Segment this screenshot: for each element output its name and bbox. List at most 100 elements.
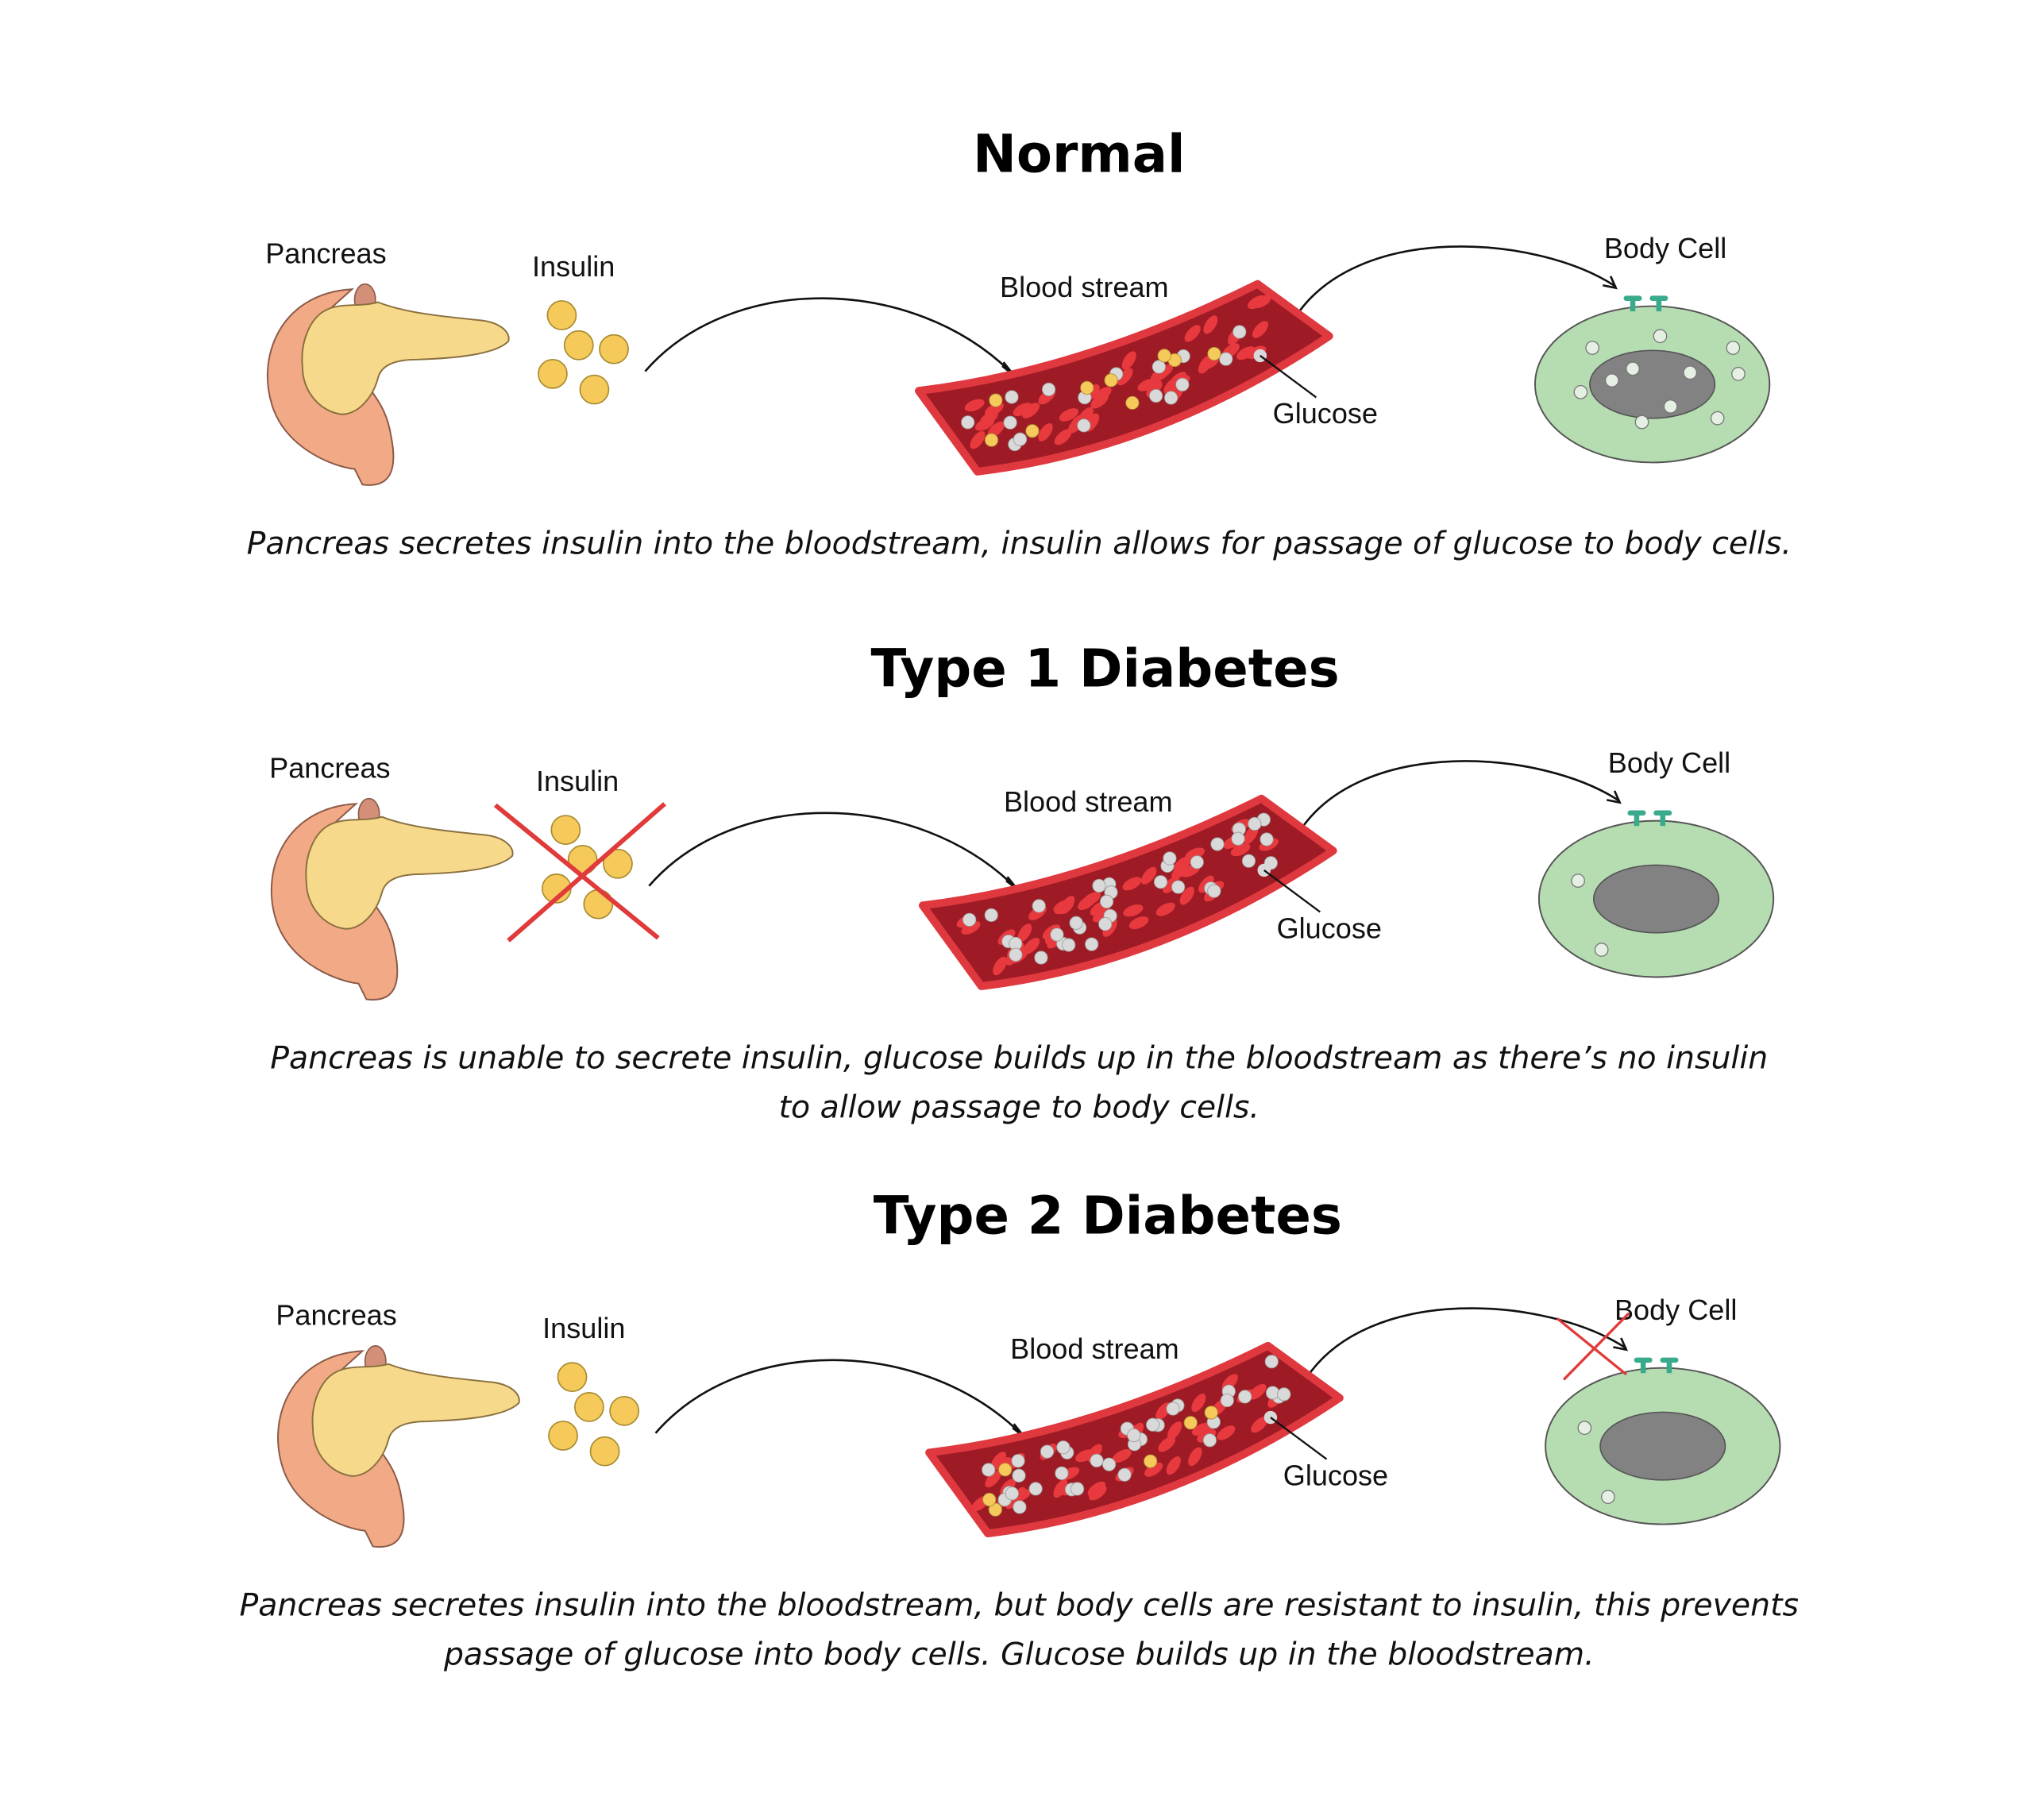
glucose-molecule (1069, 916, 1083, 930)
glucose-label: Glucose (1273, 397, 1378, 430)
insulin-receptor-head (1623, 295, 1642, 301)
red-blood-cell (1122, 877, 1142, 891)
arrow-to-bloodstream (644, 297, 1014, 375)
insulin-molecule (538, 359, 568, 389)
insulin-molecule (609, 1395, 640, 1426)
glucose-molecule (1062, 938, 1076, 952)
glucose-molecule (1005, 1486, 1019, 1501)
cross-mark (1562, 1312, 1630, 1381)
glucose-molecule (1034, 950, 1048, 965)
insulin-molecule (548, 1421, 578, 1451)
red-blood-cell (1059, 896, 1075, 915)
glucose-in-cell (1731, 367, 1746, 381)
glucose-in-cell (1710, 411, 1725, 426)
pancreas-body (305, 816, 514, 930)
insulin-receptor (1666, 1361, 1672, 1374)
blood-stream-label: Blood stream (1004, 785, 1173, 818)
arrow-to-cell (1293, 245, 1617, 320)
red-blood-cell (1217, 1425, 1236, 1440)
pancreas-label: Pancreas (276, 1299, 396, 1332)
glucose-molecule (1009, 947, 1023, 962)
glucose-molecule (1099, 894, 1114, 909)
red-blood-cell (970, 431, 986, 449)
insulin-receptor (1634, 814, 1640, 827)
red-blood-cell (1236, 346, 1256, 361)
red-blood-cell (1198, 355, 1213, 374)
red-blood-cell (1188, 1447, 1202, 1467)
arrowhead-icon (1613, 1337, 1629, 1352)
red-blood-cell (1112, 1449, 1132, 1463)
blood-stream-label: Blood stream (1010, 1332, 1179, 1365)
glucose-molecule (1041, 382, 1056, 397)
blood-vessel (918, 794, 1337, 990)
blood-vessel (915, 280, 1333, 476)
insulin-in-blood (998, 1463, 1013, 1477)
red-blood-cell (1053, 1479, 1068, 1498)
glucose-molecule (1012, 1468, 1026, 1483)
glucose-molecule (1101, 1457, 1117, 1471)
glucose-in-cell (1573, 384, 1588, 399)
insulin-receptor-head (1649, 295, 1668, 301)
glucose-label: Glucose (1283, 1459, 1388, 1491)
glucose-molecule (1005, 390, 1019, 404)
caption-line: to allow passage to body cells. (779, 1089, 1260, 1126)
blood-stream-label: Blood stream (1000, 271, 1169, 303)
insulin-molecule (557, 1362, 588, 1393)
body-cell-label: Body Cell (1614, 1294, 1737, 1326)
pancreas-body (311, 1363, 520, 1477)
glucose-molecule (1056, 1440, 1071, 1455)
insulin-receptor (1656, 299, 1662, 312)
glucose-in-cell (1604, 373, 1619, 388)
arrow-to-bloodstream (654, 1359, 1024, 1436)
insulin-molecule (579, 374, 610, 405)
red-blood-cell (1203, 315, 1218, 334)
glucose-molecule (961, 415, 975, 430)
body-cell (1533, 295, 1771, 464)
red-blood-cell (1117, 368, 1133, 386)
insulin-receptor-head (1627, 810, 1646, 816)
red-blood-cell (1022, 403, 1040, 418)
glucose-in-cell (1571, 873, 1585, 888)
red-blood-cell (1121, 351, 1136, 370)
insulin-molecule (546, 300, 577, 330)
glucose-molecule (962, 912, 977, 927)
red-blood-cell (1023, 937, 1040, 954)
insulin-molecule (603, 848, 633, 879)
glucose-molecule (1175, 377, 1190, 391)
glucose-molecule (1163, 391, 1179, 405)
red-blood-cell (1059, 408, 1079, 422)
caption-line: Pancreas secretes insulin into the blood… (247, 525, 1792, 561)
red-blood-cell (1191, 1393, 1206, 1413)
insulin-molecule (589, 1436, 620, 1467)
insulin-label: Insulin (542, 1312, 625, 1344)
red-blood-cell (1075, 1449, 1095, 1463)
insulin-in-blood (1080, 380, 1094, 395)
body-cell (1537, 810, 1775, 978)
red-blood-cell (1230, 843, 1251, 857)
glucose-in-cell (1600, 1490, 1615, 1504)
glucose-molecule (1040, 1444, 1055, 1459)
arrowhead-icon (1606, 790, 1622, 804)
red-blood-cell (1082, 892, 1101, 906)
insulin-molecules (538, 300, 629, 405)
arrowhead-icon (1603, 276, 1618, 290)
cell-nucleus (1592, 864, 1720, 934)
glucose-molecule (1127, 1428, 1141, 1443)
pancreas-label: Pancreas (269, 751, 390, 784)
insulin-label: Insulin (532, 250, 615, 283)
glucose-molecule (1085, 937, 1099, 951)
glucose-in-cell (1585, 341, 1600, 355)
insulin-in-blood (1144, 1454, 1158, 1468)
glucose-molecule (1163, 851, 1177, 866)
insulin-in-blood (1207, 346, 1221, 361)
arrow-to-bloodstream (648, 812, 1017, 889)
insulin-molecule (599, 334, 629, 364)
insulin-molecules (548, 1362, 640, 1467)
insulin-molecule (583, 889, 614, 920)
cell-nucleus (1599, 1411, 1726, 1481)
glucose-molecule (1152, 360, 1166, 374)
glucose-molecule (1207, 884, 1221, 898)
red-blood-cell (1163, 876, 1179, 893)
